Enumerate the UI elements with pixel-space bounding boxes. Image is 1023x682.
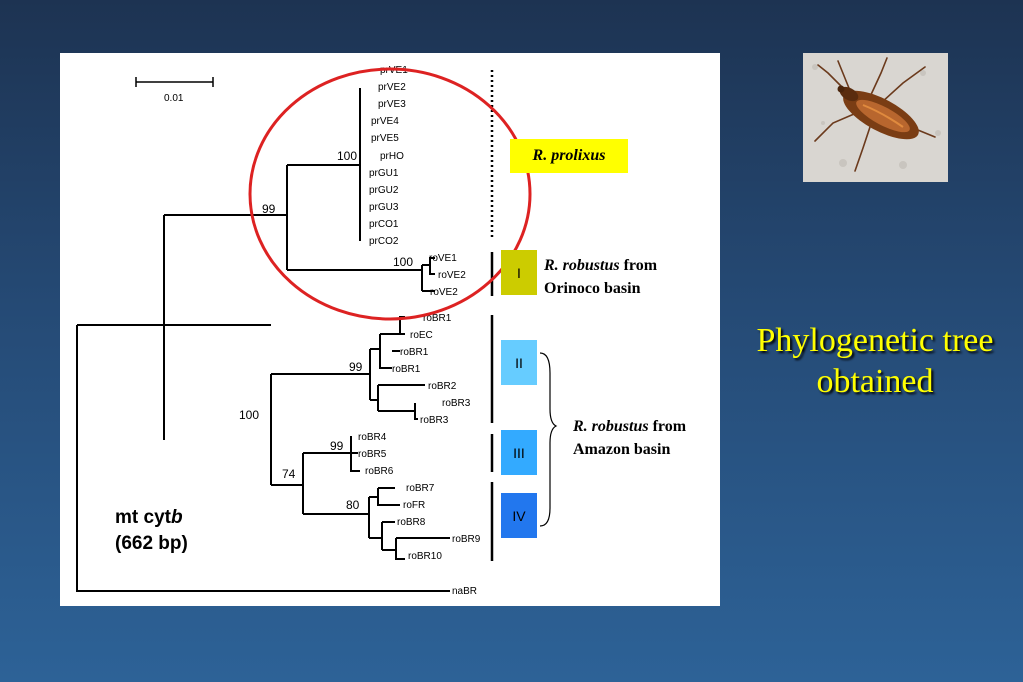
leaf-label: roBR4 — [358, 432, 387, 443]
bootstrap-value: 80 — [346, 498, 360, 512]
leaf-label: prCO2 — [369, 236, 399, 247]
bootstrap-value: 100 — [239, 408, 259, 422]
leaf-label: prVE4 — [371, 116, 399, 127]
clade-box-II: II — [501, 340, 537, 385]
leaf-label: prCO1 — [369, 219, 399, 230]
leaf-label: roFR — [403, 500, 425, 511]
leaf-label: roBR1 — [392, 364, 421, 375]
bootstrap-value: 100 — [393, 255, 413, 269]
leaf-label: roBR1 — [400, 347, 429, 358]
leaf-label: prGU2 — [369, 185, 399, 196]
leaf-label: roVE2 — [438, 270, 466, 281]
clade-box-III: III — [501, 430, 537, 475]
gene-label: mt cytb (662 bp) — [115, 507, 188, 554]
slide-title: Phylogenetic tree obtained — [756, 322, 994, 400]
bootstrap-value: 74 — [282, 467, 296, 481]
leaf-label: prVE5 — [371, 133, 399, 144]
leaf-label: prVE2 — [378, 82, 406, 93]
leaf-label: roVE1 — [429, 253, 457, 264]
clade-bars — [490, 70, 558, 561]
leaf-label: prGU3 — [369, 202, 399, 213]
leaf-label: naBR — [452, 586, 477, 597]
bootstrap-value: 99 — [262, 202, 276, 216]
scale-bar-label: 0.01 — [164, 93, 184, 104]
tree-branches — [76, 88, 450, 592]
bootstrap-value: 99 — [330, 439, 344, 453]
leaf-label: roBR1 — [423, 313, 452, 324]
scale-bar: 0.01 — [135, 77, 214, 104]
leaf-label: roEC — [410, 330, 433, 341]
bootstrap-values: 100 99 100 99 100 99 74 80 — [239, 149, 413, 512]
phylogenetic-tree-figure: 0.01 — [60, 53, 720, 606]
leaf-label: roVE2 — [430, 287, 458, 298]
leaf-label: roBR2 — [428, 381, 457, 392]
bootstrap-value: 100 — [337, 149, 357, 163]
leaf-label: roBR5 — [358, 449, 387, 460]
amazon-annotation: R. robustus from Amazon basin — [573, 418, 687, 458]
highlight-circle — [248, 67, 532, 321]
leaf-label: roBR7 — [406, 483, 435, 494]
leaf-label: roBR6 — [365, 466, 394, 477]
clade-box-IV: IV — [501, 493, 537, 538]
leaf-label: roBR10 — [408, 551, 442, 562]
clade-label-prolixus: R. prolixus — [510, 139, 628, 173]
leaf-label: prGU1 — [369, 168, 399, 179]
orinoco-annotation: R. robustus from Orinoco basin — [544, 257, 658, 297]
triatomine-bug-icon — [803, 53, 948, 182]
bootstrap-value: 99 — [349, 360, 363, 374]
leaf-label: roBR3 — [442, 398, 471, 409]
leaf-labels: prVE1 prVE2 prVE3 prVE4 prVE5 prHO prGU1… — [358, 65, 481, 597]
leaf-label: roBR3 — [420, 415, 449, 426]
leaf-label: prVE3 — [378, 99, 406, 110]
clade-box-I: I — [501, 250, 537, 295]
tree-svg: 0.01 — [76, 65, 558, 597]
leaf-label: roBR9 — [452, 534, 481, 545]
leaf-label: roBR8 — [397, 517, 426, 528]
leaf-label: prHO — [380, 151, 404, 162]
